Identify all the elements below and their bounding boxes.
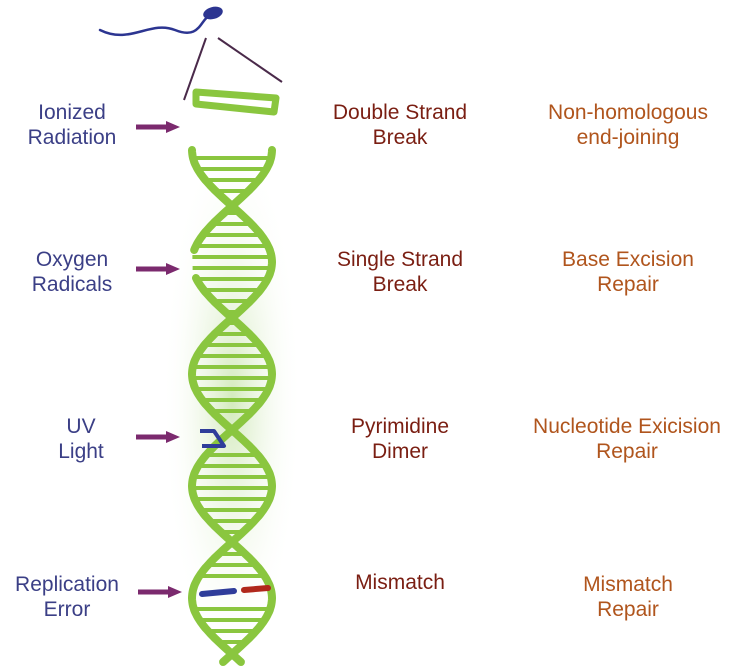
arrow-icon xyxy=(136,262,180,276)
zoom-line-right xyxy=(218,38,282,82)
arrow-icon xyxy=(138,585,182,599)
sperm-icon xyxy=(100,5,224,35)
arrow-icon xyxy=(136,430,180,444)
damage-label-mismatch: Mismatch xyxy=(320,570,480,595)
dna-fragment-top xyxy=(196,92,276,112)
mismatch-base-left xyxy=(202,591,234,594)
mismatch-base-right xyxy=(244,588,268,590)
arrow-icon xyxy=(136,120,180,134)
